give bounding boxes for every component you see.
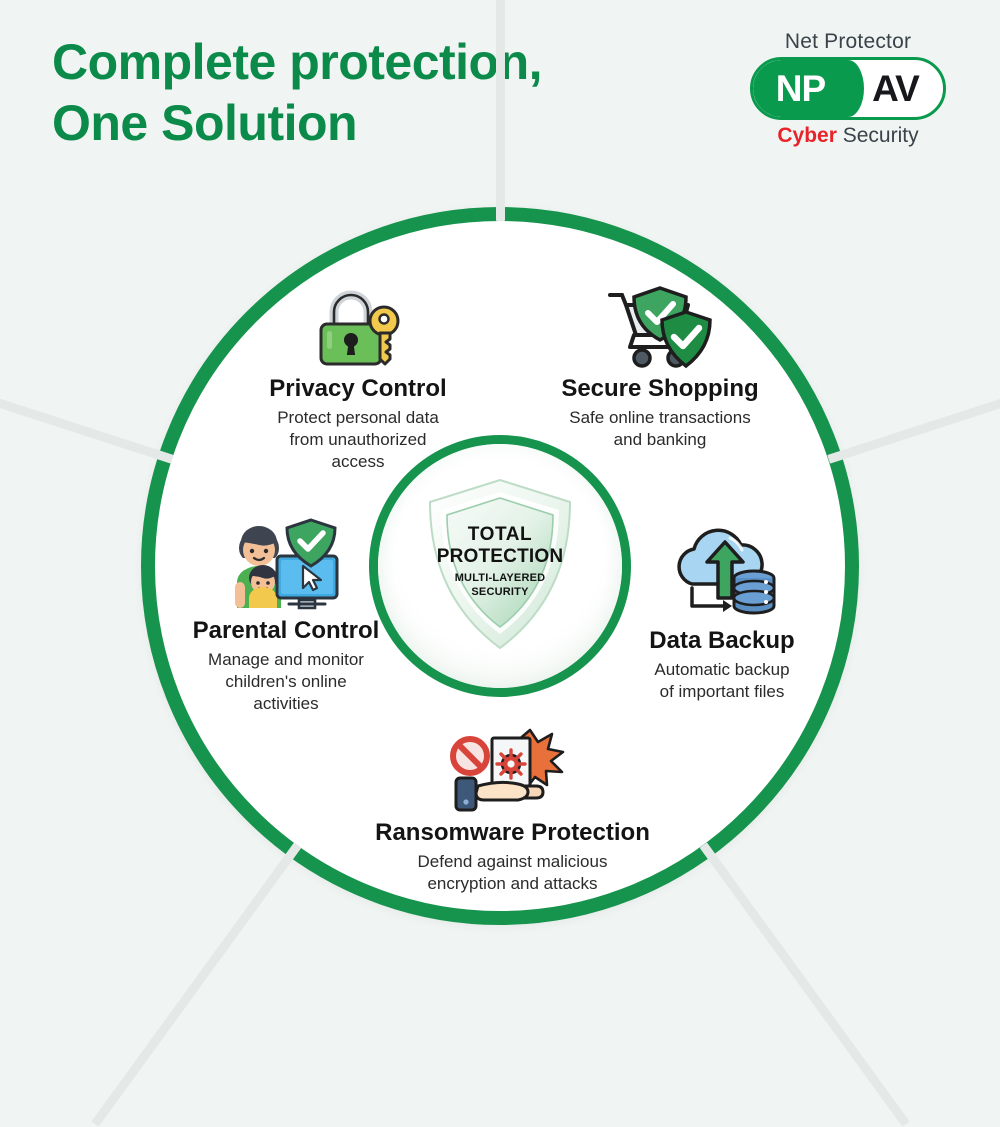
segment-title: Secure Shopping — [561, 375, 759, 402]
segment-description: Defend against malicious encryption and … — [417, 852, 608, 894]
segment-description: Protect personal data from unauthorized … — [277, 408, 439, 471]
segment-description: Manage and monitor children's online act… — [208, 650, 364, 713]
segment-title: Ransomware Protection — [375, 819, 650, 846]
segment-privacy-control[interactable]: Privacy Control Protect personal data fr… — [228, 278, 488, 473]
family-monitor-shield-icon — [166, 518, 406, 612]
logo-tagline-bottom: Cyber Security — [748, 124, 948, 148]
logo-cyber-text: Cyber — [777, 124, 837, 147]
segment-divider — [826, 348, 1000, 464]
segment-title: Privacy Control — [269, 375, 447, 402]
logo-pill-green-half: NP — [753, 60, 864, 117]
logo-security-text: Security — [842, 124, 919, 147]
cloud-database-icon — [602, 528, 842, 622]
logo-pill: NP AV — [750, 57, 946, 120]
logo-pill-white-half: AV — [848, 60, 943, 117]
segment-title: Data Backup — [649, 627, 795, 654]
segment-parental-control[interactable]: Parental Control Manage and monitor chil… — [166, 518, 406, 715]
center-line-2: PROTECTION — [436, 546, 564, 567]
shopping-cart-shield-icon — [530, 278, 790, 370]
center-line-3: MULTI-LAYERED — [454, 572, 546, 584]
segment-divider — [699, 842, 910, 1127]
segment-ransomware-protection[interactable]: Ransomware Protection Defend against mal… — [370, 722, 655, 895]
segment-data-backup[interactable]: Data Backup Automatic backup of importan… — [602, 528, 842, 703]
padlock-key-icon — [228, 278, 488, 370]
segment-description: Automatic backup of important files — [654, 660, 790, 702]
brand-logo: Net Protector NP AV Cyber Security — [748, 30, 948, 148]
logo-np-text: NP — [775, 67, 826, 109]
hand-blocked-malware-icon — [370, 722, 655, 814]
shield-icon: TOTAL PROTECTION MULTI-LAYERED SECURITY — [420, 476, 580, 652]
segment-divider — [0, 348, 174, 464]
segment-divider — [90, 842, 301, 1127]
center-line-4: SECURITY — [471, 586, 529, 598]
logo-av-text: AV — [872, 67, 920, 109]
segment-divider — [495, 0, 505, 221]
logo-tagline-top: Net Protector — [784, 30, 912, 53]
page-title: Complete protection, One Solution — [52, 34, 543, 151]
segment-secure-shopping[interactable]: Secure Shopping Safe online transactions… — [530, 278, 790, 451]
segment-title: Parental Control — [192, 617, 380, 644]
segment-description: Safe online transactions and banking — [569, 408, 751, 450]
center-line-1: TOTAL — [467, 524, 533, 545]
